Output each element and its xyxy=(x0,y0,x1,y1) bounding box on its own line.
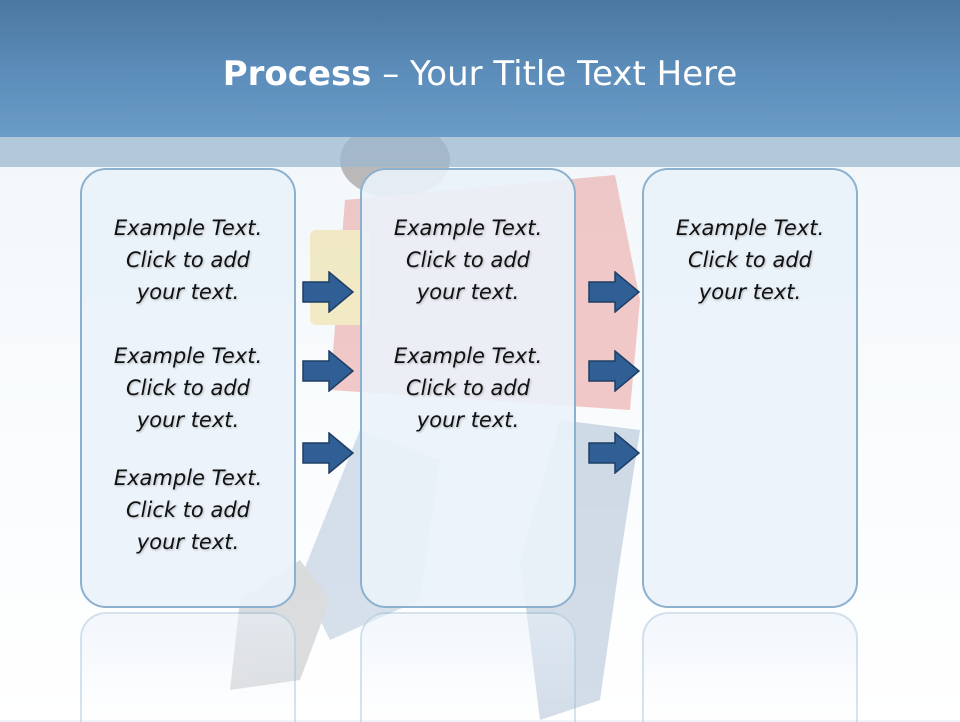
slide-title[interactable]: Process – Your Title Text Here xyxy=(0,52,960,96)
text-line: Example Text. xyxy=(113,344,263,368)
text-placeholder[interactable]: Example Text. Click to add your text. xyxy=(82,462,294,558)
text-line: Click to add xyxy=(125,376,250,400)
right-arrow-icon xyxy=(302,271,354,313)
right-arrow-icon xyxy=(588,350,640,392)
text-line: Example Text. xyxy=(393,344,543,368)
text-placeholder[interactable]: Example Text. Click to add your text. xyxy=(82,340,294,436)
box-reflection xyxy=(80,612,296,722)
text-line: your text. xyxy=(136,408,240,432)
text-placeholder[interactable]: Example Text. Click to add your text. xyxy=(362,212,574,308)
text-placeholder[interactable]: Example Text. Click to add your text. xyxy=(644,212,856,308)
text-line: your text. xyxy=(136,280,240,304)
right-arrow-icon xyxy=(588,432,640,474)
box-reflection xyxy=(642,612,858,722)
text-line: Click to add xyxy=(405,376,530,400)
title-bold-text: Process xyxy=(222,54,372,94)
text-line: your text. xyxy=(136,530,240,554)
text-line: Click to add xyxy=(125,498,250,522)
text-line: Click to add xyxy=(687,248,812,272)
text-line: Click to add xyxy=(125,248,250,272)
text-line: your text. xyxy=(416,408,520,432)
header-band xyxy=(0,0,960,137)
process-box-2[interactable]: Example Text. Click to add your text. Ex… xyxy=(360,168,576,608)
text-line: Example Text. xyxy=(393,216,543,240)
box-reflection xyxy=(360,612,576,722)
header-strip xyxy=(0,137,960,167)
text-placeholder[interactable]: Example Text. Click to add your text. xyxy=(362,340,574,436)
text-line: Example Text. xyxy=(675,216,825,240)
text-line: your text. xyxy=(698,280,802,304)
text-line: Example Text. xyxy=(113,466,263,490)
text-line: Example Text. xyxy=(113,216,263,240)
text-line: your text. xyxy=(416,280,520,304)
text-line: Click to add xyxy=(405,248,530,272)
process-box-3[interactable]: Example Text. Click to add your text. xyxy=(642,168,858,608)
right-arrow-icon xyxy=(302,350,354,392)
text-placeholder[interactable]: Example Text. Click to add your text. xyxy=(82,212,294,308)
process-box-1[interactable]: Example Text. Click to add your text. Ex… xyxy=(80,168,296,608)
right-arrow-icon xyxy=(302,432,354,474)
right-arrow-icon xyxy=(588,271,640,313)
title-rest-text: – Your Title Text Here xyxy=(371,54,738,94)
